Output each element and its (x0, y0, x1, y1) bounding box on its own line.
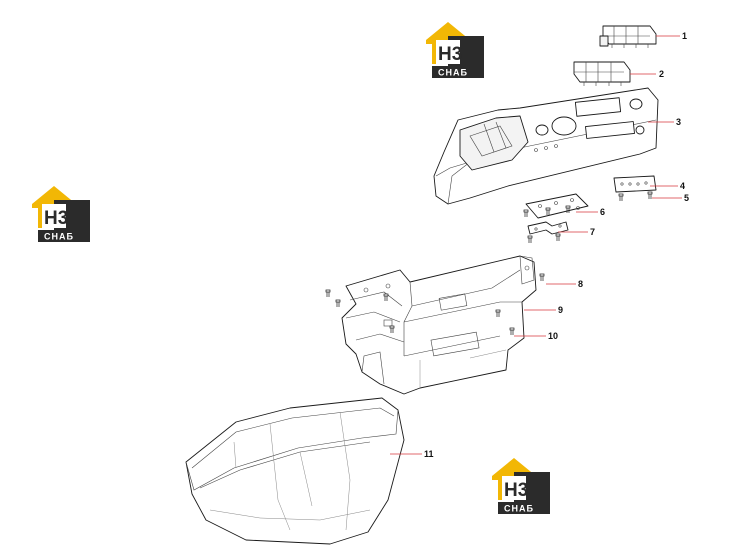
callout-2: 2 (659, 69, 664, 79)
part-2-switch-block (573, 61, 631, 86)
callout-8: 8 (578, 279, 583, 289)
logo-caption: СНАБ (438, 68, 468, 78)
logo-letters: H3 (44, 208, 68, 229)
leader-lines (390, 35, 682, 455)
part-5-screws (618, 191, 653, 202)
part-3-console-panel (433, 87, 659, 205)
part-6-mounting-plate (523, 193, 589, 219)
logo-caption: СНАБ (504, 504, 534, 514)
logo-letters: H3 (504, 480, 528, 501)
part-11-storage-tray (185, 397, 405, 545)
callout-5: 5 (684, 193, 689, 203)
part-4-relay-strip (613, 175, 657, 193)
callout-6: 6 (600, 207, 605, 217)
callout-1: 1 (682, 31, 687, 41)
callout-9: 9 (558, 305, 563, 315)
part-1-switch-block (599, 25, 657, 48)
callout-numbers: 1 2 3 4 5 6 7 8 9 10 11 (424, 31, 689, 459)
brand-logo-top: H3 СНАБ (426, 22, 484, 78)
callout-3: 3 (676, 117, 681, 127)
part-9-console-body (341, 255, 537, 395)
callout-11: 11 (424, 449, 434, 459)
logo-letters: H3 (438, 44, 462, 65)
callout-10: 10 (548, 331, 558, 341)
brand-logo-left: H3 СНАБ (32, 186, 90, 242)
part-7-bracket (527, 221, 569, 244)
brand-logo-bottom: H3 СНАБ (492, 458, 550, 514)
callout-4: 4 (680, 181, 685, 191)
logo-caption: СНАБ (44, 232, 74, 242)
callout-7: 7 (590, 227, 595, 237)
